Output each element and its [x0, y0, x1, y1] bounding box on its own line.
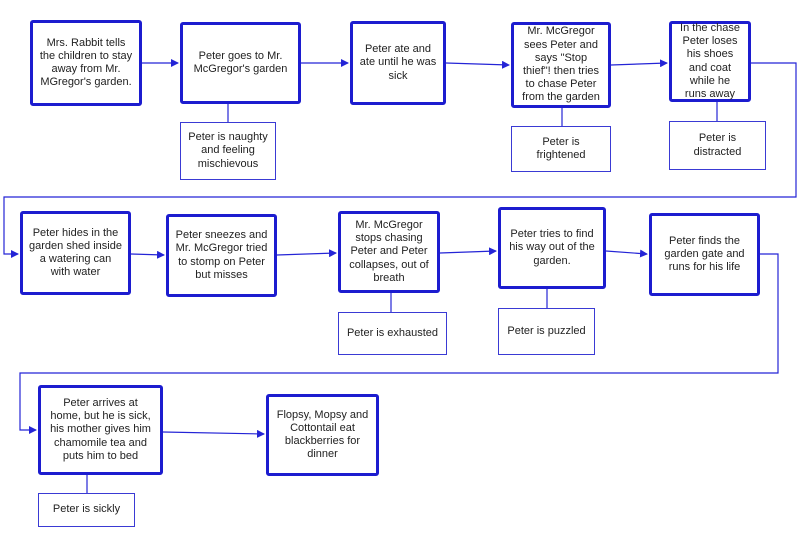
event-box-5: In the chase Peter loses his shoes and c…	[669, 21, 751, 102]
event-box-6: Peter hides in the garden shed inside a …	[20, 211, 131, 295]
event-box-3: Peter ate and ate until he was sick	[350, 21, 446, 105]
arrow-9-10	[605, 249, 648, 258]
event-box-8: Mr. McGregor stops chasing Peter and Pet…	[338, 211, 440, 293]
arrow-8-9	[439, 247, 497, 256]
arrow-7-8	[276, 249, 337, 258]
feeling-box-3: Peter is distracted	[669, 121, 766, 170]
feeling-box-5: Peter is puzzled	[498, 308, 595, 355]
feeling-box-1: Peter is naughty and feeling mischievous	[180, 122, 276, 180]
arrow-5-6	[3, 62, 797, 258]
event-box-7: Peter sneezes and Mr. McGregor tried to …	[166, 214, 277, 297]
feeling-box-6: Peter is sickly	[38, 493, 135, 527]
feeling-box-4: Peter is exhausted	[338, 312, 447, 355]
event-box-1: Mrs. Rabbit tells the children to stay a…	[30, 20, 142, 106]
arrow-11-12	[162, 429, 265, 438]
event-box-4: Mr. McGregor sees Peter and says "Stop t…	[511, 22, 611, 108]
event-box-9: Peter tries to find his way out of the g…	[498, 207, 606, 289]
arrow-3-4	[445, 60, 510, 69]
arrow-6-7	[130, 250, 165, 259]
feeling-box-2: Peter is frightened	[511, 126, 611, 172]
event-box-2: Peter goes to Mr. McGregor's garden	[180, 22, 301, 104]
arrow-4-5	[610, 59, 668, 68]
arrow-10-11	[19, 253, 779, 434]
event-box-11: Peter arrives at home, but he is sick, h…	[38, 385, 163, 475]
event-box-10: Peter finds the garden gate and runs for…	[649, 213, 760, 296]
event-box-12: Flopsy, Mopsy and Cottontail eat blackbe…	[266, 394, 379, 476]
